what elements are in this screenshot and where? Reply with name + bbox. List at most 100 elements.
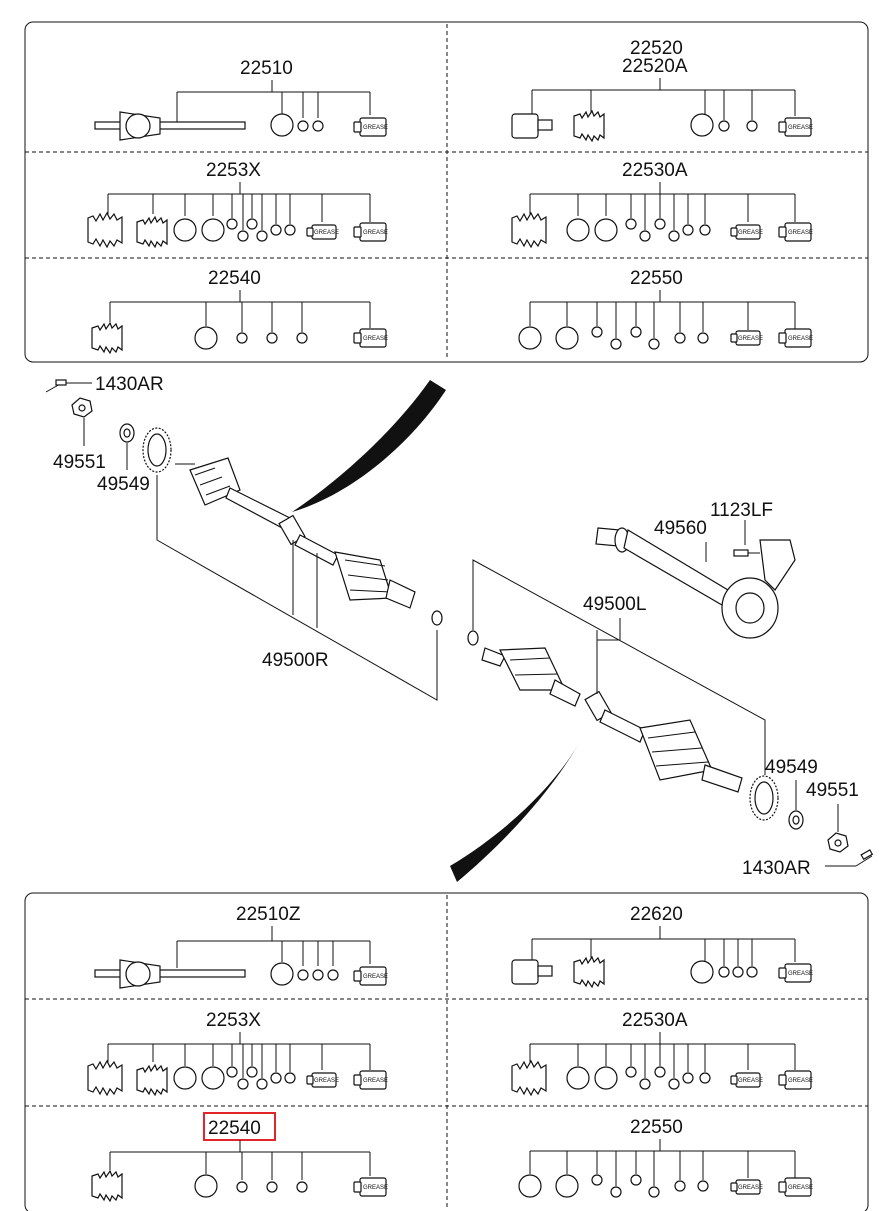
- grease-tube-icon: [778, 328, 814, 348]
- snap-ring: [312, 120, 324, 132]
- part-number-label: 22540: [208, 1118, 261, 1139]
- snap-ring: [746, 966, 758, 978]
- snap-ring: [237, 1078, 249, 1090]
- snap-ring: [226, 218, 238, 230]
- boot-clamp: [194, 326, 218, 350]
- part-number-label: 22620: [630, 904, 683, 925]
- snap-ring: [639, 1078, 651, 1090]
- boot-part: [87, 212, 123, 248]
- boot-clamp: [518, 1174, 542, 1198]
- snap-ring: [732, 966, 744, 978]
- snap-ring: [266, 332, 278, 344]
- snap-ring: [746, 120, 758, 132]
- snap-ring: [312, 969, 324, 981]
- snap-ring: [246, 1066, 258, 1078]
- washer-49549-left[interactable]: 49549: [97, 423, 150, 495]
- snap-ring: [639, 230, 651, 242]
- kit-22540-bottom[interactable]: 22540: [91, 1112, 389, 1202]
- snap-ring: [610, 1186, 622, 1198]
- grease-tube-icon: [353, 222, 389, 242]
- part-label-49551-right: 49551: [806, 780, 859, 801]
- drive-shaft-49500r[interactable]: [175, 457, 443, 626]
- nut-49551-left[interactable]: 49551: [53, 397, 106, 473]
- snap-ring: [284, 1072, 296, 1084]
- part-label-49500l: 49500L: [583, 594, 646, 615]
- cv-joint-shaft: [94, 959, 246, 989]
- boot-clamp: [555, 1174, 579, 1198]
- arrow-lower: [450, 736, 583, 882]
- kit-22520[interactable]: 22520 22520A: [511, 38, 814, 142]
- boot-clamp: [270, 113, 294, 137]
- grease-tube-icon: [778, 1070, 814, 1090]
- part-number-label: 22510Z: [236, 904, 301, 925]
- kit-22530a-bottom[interactable]: 22530A: [511, 1010, 814, 1096]
- drive-shaft-49500l[interactable]: [467, 630, 743, 793]
- boot-part: [511, 212, 547, 248]
- kit-22510[interactable]: 22510: [94, 58, 389, 141]
- snap-ring: [625, 218, 637, 230]
- snap-ring: [236, 332, 248, 344]
- part-label-49549-left: 49549: [97, 474, 150, 495]
- kit-2253x[interactable]: 2253X: [87, 160, 389, 248]
- grease-tube-icon: [778, 963, 814, 983]
- part-label-49551-left: 49551: [53, 452, 106, 473]
- top-kit-panel: [24, 21, 869, 363]
- kit-22550-bottom[interactable]: 22550: [518, 1117, 814, 1198]
- part-label-1430ar-right: 1430AR: [742, 858, 811, 879]
- boot-clamp: [173, 218, 197, 242]
- tripod-housing: [511, 113, 553, 139]
- part-label-49560: 49560: [654, 518, 707, 539]
- part-number-label: 22540: [208, 268, 261, 289]
- kit-22540[interactable]: 22540: [91, 268, 389, 354]
- kit-22510z[interactable]: 22510Z: [94, 904, 389, 989]
- kit-22620[interactable]: 22620: [511, 904, 814, 988]
- snap-ring: [237, 230, 249, 242]
- snap-ring: [297, 120, 309, 132]
- snap-ring: [648, 1186, 660, 1198]
- tripod-housing: [511, 959, 553, 985]
- snap-ring: [284, 224, 296, 236]
- snap-ring: [718, 966, 730, 978]
- boot-clamp: [555, 326, 579, 350]
- boot-part: [136, 1064, 168, 1096]
- snap-ring: [630, 326, 642, 338]
- kit-2253x-bottom[interactable]: 2253X: [87, 1010, 389, 1096]
- snap-ring: [697, 1180, 709, 1192]
- snap-ring: [697, 332, 709, 344]
- bolt-1430ar-left[interactable]: 1430AR: [45, 374, 164, 395]
- washer-49549-right[interactable]: 49549: [765, 757, 818, 830]
- snap-ring: [256, 1078, 268, 1090]
- grease-tube-icon: [778, 1177, 814, 1197]
- arrow-upper: [292, 380, 446, 512]
- snap-ring: [625, 1066, 637, 1078]
- grease-tube-icon: [730, 1179, 764, 1195]
- nut-49551-right[interactable]: 49551: [806, 780, 859, 853]
- snap-ring: [591, 1174, 603, 1186]
- boot-clamp: [518, 326, 542, 350]
- intermediate-shaft-49560[interactable]: 49560: [595, 518, 796, 639]
- snap-ring: [699, 1072, 711, 1084]
- kit-22530a[interactable]: 22530A: [511, 160, 814, 248]
- grease-tube-icon: [730, 1072, 764, 1088]
- grease-tube-icon: [306, 1072, 340, 1088]
- snap-ring: [296, 332, 308, 344]
- bolt-1430ar-right[interactable]: 1430AR: [742, 849, 874, 879]
- snap-ring: [591, 326, 603, 338]
- part-number-label: 22550: [630, 268, 683, 289]
- snap-ring: [226, 1066, 238, 1078]
- bolt-1123lf[interactable]: 1123LF: [710, 500, 773, 557]
- snap-ring: [674, 1180, 686, 1192]
- boot-part: [87, 1060, 123, 1096]
- kit-22550[interactable]: 22550: [518, 268, 814, 350]
- boot-part: [136, 216, 168, 248]
- part-number-label: 22550: [630, 1117, 683, 1138]
- snap-ring: [648, 338, 660, 350]
- part-number-label: 22530A: [622, 1010, 688, 1031]
- grease-tube-icon: [353, 328, 389, 348]
- boot-clamp: [194, 1174, 218, 1198]
- snap-ring: [654, 1066, 666, 1078]
- snap-ring: [630, 1174, 642, 1186]
- grease-tube-icon: [353, 1070, 389, 1090]
- boot-part: [91, 322, 123, 354]
